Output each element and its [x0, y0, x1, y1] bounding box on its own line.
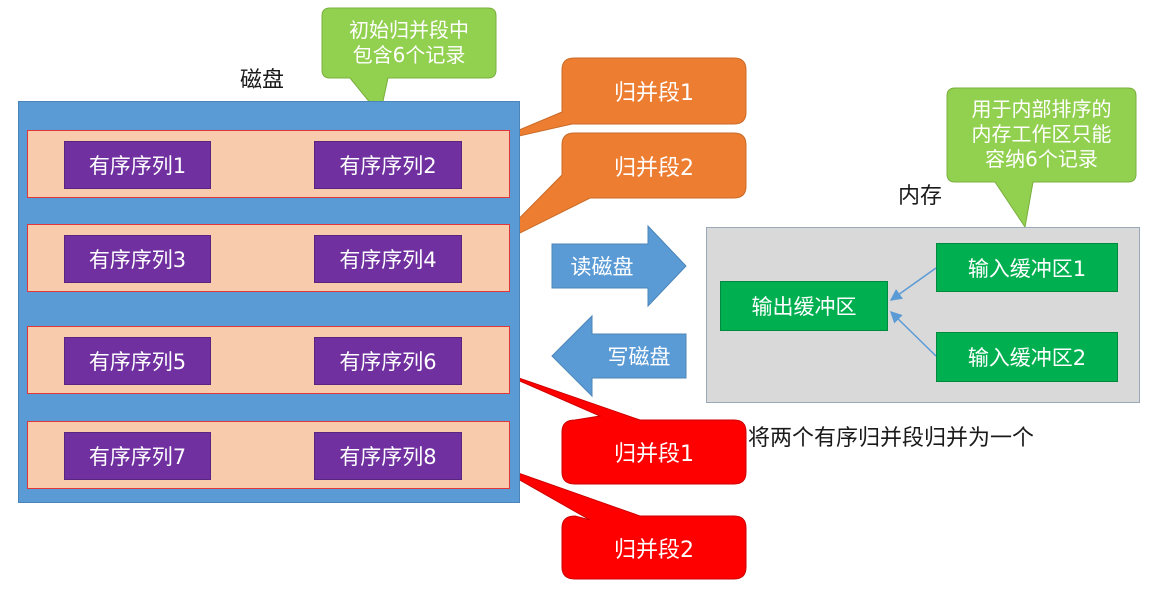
- read-disk-arrow-shape: [551, 224, 687, 308]
- output-segment-1-label: 归并段1: [614, 442, 694, 467]
- sequence-box: 有序序列4: [314, 235, 462, 283]
- sequence-box: 有序序列5: [64, 337, 211, 385]
- input-segment-1-bubble-shape: [487, 57, 747, 144]
- connector-arrow: [889, 310, 937, 357]
- merge-caption: 将两个有序归并段归并为一个: [748, 426, 1035, 451]
- connector-arrow: [889, 267, 937, 301]
- disk-segment-row: 有序序列1 有序序列2: [27, 130, 510, 198]
- initial-segment-callout: 初始归并段中 包含6个记录: [322, 18, 496, 68]
- sequence-box: 有序序列3: [64, 235, 211, 283]
- callout-line: 初始归并段中: [349, 18, 469, 42]
- disk-title: 磁盘: [240, 68, 285, 93]
- input-segment-2-label: 归并段2: [614, 155, 694, 181]
- sequence-box: 有序序列6: [314, 337, 462, 385]
- sequence-box: 有序序列7: [64, 432, 211, 480]
- write-disk-arrow-shape: [551, 314, 687, 398]
- input-buffer-2: 输入缓冲区2: [936, 332, 1118, 382]
- output-segment-1-bubble-shape: [489, 367, 747, 485]
- callout-line: 容纳6个记录: [985, 147, 1098, 171]
- sequence-box: 有序序列2: [314, 141, 462, 189]
- disk-segment-row: 有序序列5 有序序列6: [27, 326, 510, 394]
- input-buffer-1: 输入缓冲区1: [936, 243, 1118, 292]
- sequence-box: 有序序列8: [314, 432, 462, 480]
- output-buffer: 输出缓冲区: [720, 281, 888, 331]
- input-segment-2-bubble-shape: [489, 132, 747, 249]
- disk-segment-row: 有序序列7 有序序列8: [27, 421, 510, 489]
- callout-line: 包含6个记录: [352, 43, 466, 67]
- memory-capacity-callout-shape: [946, 87, 1137, 229]
- memory-capacity-callout: 用于内部排序的 内存工作区只能 容纳6个记录: [947, 97, 1136, 172]
- output-segment-2-label: 归并段2: [614, 537, 694, 563]
- read-disk-label: 读磁盘: [570, 255, 634, 279]
- sequence-box: 有序序列1: [64, 141, 211, 189]
- callout-line: 用于内部排序的: [971, 97, 1112, 121]
- initial-segment-callout-shape: [321, 7, 497, 117]
- output-segment-2-bubble-shape: [489, 462, 747, 580]
- disk-segment-row: 有序序列3 有序序列4: [27, 224, 510, 292]
- callout-line: 内存工作区只能: [971, 122, 1112, 146]
- memory-title: 内存: [898, 184, 943, 209]
- write-disk-label: 写磁盘: [607, 345, 671, 369]
- input-segment-1-label: 归并段1: [614, 81, 694, 106]
